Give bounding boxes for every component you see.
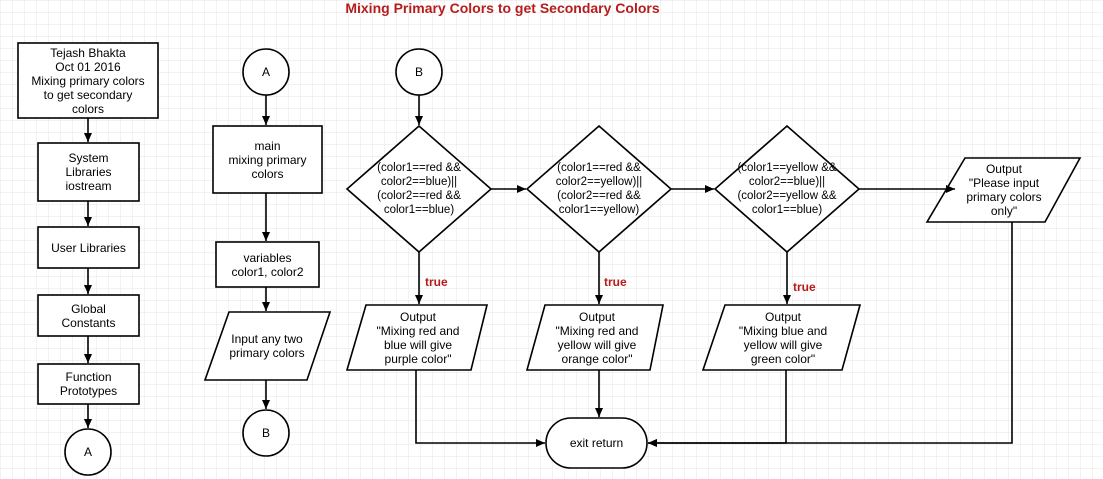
user-libraries-box xyxy=(37,226,140,269)
main-process-box xyxy=(212,125,323,194)
arrow-invalid-output-to-exit xyxy=(648,222,1013,447)
output-invalid-parallelogram xyxy=(925,157,1082,223)
connector-a-top xyxy=(242,48,290,96)
connector-a-bottom-left xyxy=(64,428,112,476)
connector-b-bottom xyxy=(242,409,290,457)
system-libraries-box xyxy=(37,142,140,202)
true-label-purple: true xyxy=(425,275,448,289)
header-process-box xyxy=(17,42,159,119)
diagram-title: Mixing Primary Colors to get Secondary C… xyxy=(345,0,660,16)
output-green-parallelogram xyxy=(701,304,862,371)
arrow-purple-output-to-exit xyxy=(415,370,545,447)
exit-return-terminal xyxy=(545,417,648,469)
true-label-green: true xyxy=(793,280,816,294)
connector-b-top xyxy=(395,48,443,96)
output-orange-parallelogram xyxy=(525,304,664,371)
output-purple-parallelogram xyxy=(345,304,489,371)
global-constants-box xyxy=(37,294,140,337)
variables-process-box xyxy=(215,241,320,288)
input-parallelogram xyxy=(203,311,332,381)
true-label-orange: true xyxy=(604,275,627,289)
function-prototypes-box xyxy=(37,363,140,405)
